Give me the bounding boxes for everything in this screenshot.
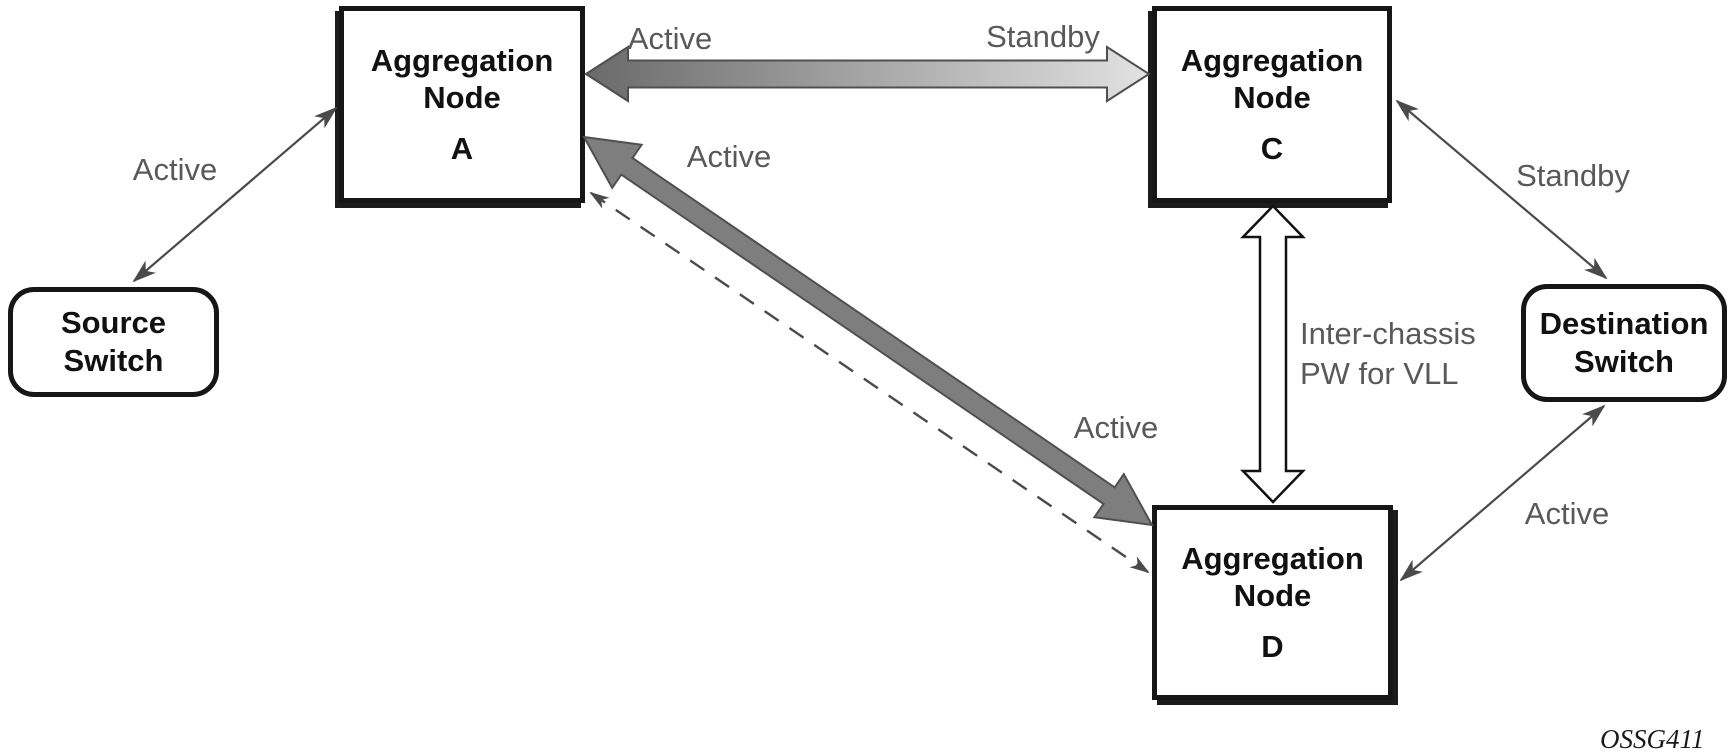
label-inter-chassis-pw: Inter-chassis PW for VLL (1300, 314, 1476, 394)
node-c-label-line1: Aggregation (1180, 43, 1364, 78)
arrow-node-a-to-node-d-dashed (589, 191, 1150, 574)
node-c-label-line2: Node (1233, 80, 1311, 115)
figure-id-watermark: OSSG411 (1600, 724, 1705, 754)
node-c-letter: C (1260, 131, 1284, 166)
node-d-label-line1: Aggregation (1181, 541, 1364, 576)
label-inter-chassis-line1: Inter-chassis (1300, 316, 1476, 351)
source-switch-box: Source Switch (8, 287, 219, 397)
label-a-to-d-active-lower: Active (1073, 410, 1159, 445)
destination-switch-label-line2: Switch (1574, 344, 1674, 379)
label-a-to-c-standby: Standby (986, 19, 1100, 54)
label-source-to-a-active: Active (132, 152, 218, 187)
node-a-letter: A (450, 131, 474, 166)
label-inter-chassis-line2: PW for VLL (1300, 356, 1459, 391)
aggregation-node-d-box: Aggregation Node D (1152, 505, 1393, 700)
source-switch-label-line1: Source (60, 305, 167, 340)
node-a-label-line2: Node (423, 80, 501, 115)
aggregation-node-a-box: Aggregation Node A (339, 6, 585, 203)
aggregation-node-c-box: Aggregation Node C (1152, 6, 1392, 203)
arrow-node-a-to-node-d-thick (582, 135, 1154, 527)
arrow-source-to-node-a (132, 106, 338, 283)
arrow-node-c-to-node-d-interchassis (1240, 204, 1306, 504)
source-switch-label-line2: Switch (63, 343, 164, 378)
label-a-to-d-active-upper: Active (686, 139, 772, 174)
label-c-to-destination-standby: Standby (1516, 158, 1630, 193)
node-d-letter: D (1261, 629, 1284, 664)
node-a-label-line1: Aggregation (370, 43, 554, 78)
node-d-label-line2: Node (1233, 578, 1312, 613)
destination-switch-label-line1: Destination (1539, 306, 1709, 341)
arrow-node-d-to-destination (1399, 404, 1606, 582)
destination-switch-box: Destination Switch (1521, 284, 1727, 402)
label-d-to-destination-active: Active (1524, 496, 1610, 531)
label-a-to-c-active: Active (627, 21, 713, 56)
